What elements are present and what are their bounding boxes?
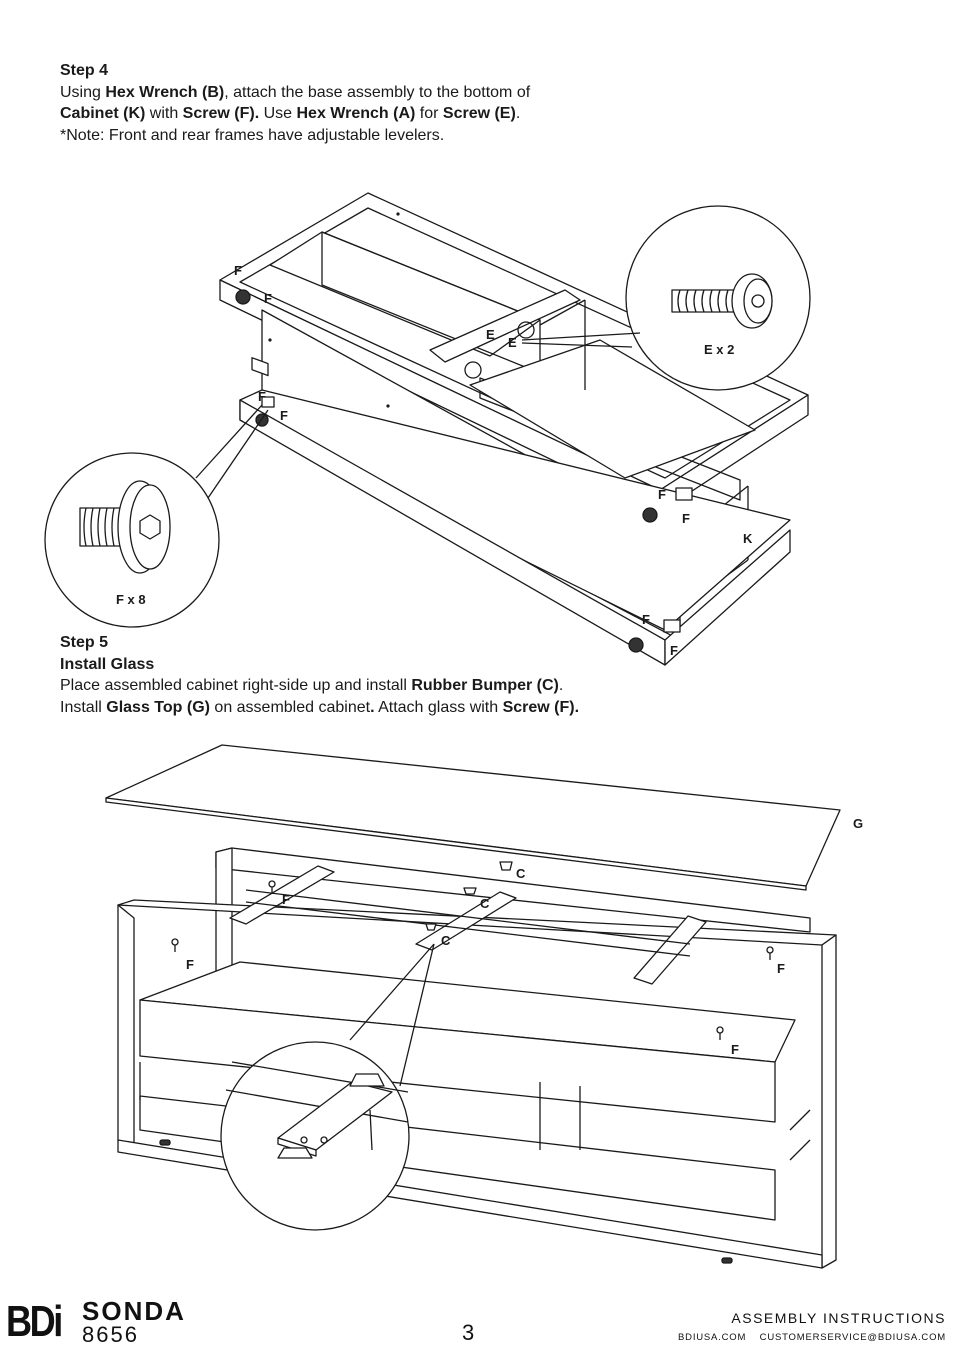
label-f: F	[682, 511, 690, 526]
label-f: F	[670, 643, 678, 658]
label-e: E	[508, 335, 517, 350]
screw-f	[171, 938, 179, 946]
screw-f-count: F x 8	[116, 592, 146, 607]
leveler	[235, 289, 251, 305]
label-f: F	[186, 957, 194, 972]
step-5-subtitle: Install Glass	[60, 655, 155, 673]
step-5-text: Attach glass with	[374, 698, 503, 716]
brand-logo: BDi	[6, 1297, 63, 1346]
document-title: ASSEMBLY INSTRUCTIONS	[731, 1310, 946, 1326]
label-f: F	[777, 961, 785, 976]
step-5-title: Step 5	[60, 634, 109, 651]
cross-brace	[415, 891, 517, 951]
contact-info: BDIUSA.COM CUSTOMERSERVICE@BDIUSA.COM	[668, 1332, 946, 1343]
label-f: F	[280, 408, 288, 423]
label-f: F	[264, 291, 272, 306]
step-5-text: Install	[60, 698, 107, 716]
screw-f-icon	[79, 480, 171, 574]
screw-f	[268, 880, 276, 888]
label-c: C	[516, 866, 526, 881]
part-ref: Hex Wrench (A)	[296, 105, 416, 122]
step-5-text: .	[558, 677, 564, 694]
step-4-text: .	[515, 105, 521, 122]
part-ref: Screw (F).	[182, 105, 260, 122]
part-ref: Screw (F).	[502, 698, 580, 716]
label-f: F	[658, 487, 666, 502]
part-ref: Hex Wrench (B)	[105, 83, 225, 101]
label-f: F	[258, 389, 266, 404]
part-ref: Rubber Bumper (C)	[411, 677, 559, 694]
step-5-text: .	[370, 698, 375, 716]
label-e: E	[486, 327, 495, 342]
step-5-text: on assembled cabinet	[209, 698, 371, 716]
screw-f	[766, 946, 774, 954]
screw-e-count: E x 2	[704, 342, 734, 357]
screw-e-icon	[671, 273, 773, 329]
label-k: K	[743, 531, 753, 546]
footer: BDi SONDA 8656 3 ASSEMBLY INSTRUCTIONS B…	[0, 1290, 954, 1350]
step-4-text: with	[145, 105, 183, 122]
step-5-diagram: G C F C C F F F	[105, 744, 863, 1269]
step-4-diagram: F F E E F F F F K F F E x 2 F x 8	[44, 192, 811, 666]
step-4-title: Step 4	[60, 62, 109, 79]
page-number: 3	[462, 1320, 475, 1345]
cross-brace	[633, 915, 707, 985]
rubber-bumper	[425, 923, 437, 931]
label-f: F	[282, 892, 290, 907]
label-f: F	[642, 612, 650, 627]
bumper-detail	[225, 1061, 409, 1159]
step-4-note: *Note: Front and rear frames have adjust…	[60, 126, 445, 144]
step-4-text: for	[415, 105, 443, 122]
step-4-text: Using	[60, 83, 106, 101]
model-number: 8656	[82, 1322, 139, 1347]
step-5-text: Place assembled cabinet right-side up an…	[60, 677, 412, 694]
label-g: G	[853, 816, 863, 831]
product-name: SONDA	[82, 1296, 186, 1326]
rubber-bumper	[463, 887, 477, 895]
label-f: F	[234, 263, 242, 278]
rubber-bumper	[499, 861, 513, 871]
label-f: F	[731, 1042, 739, 1057]
part-ref: Screw (E)	[442, 105, 516, 122]
label-c: C	[441, 933, 451, 948]
leveler	[642, 507, 658, 523]
step-4-text: Use	[259, 105, 297, 122]
label-c: C	[480, 896, 490, 911]
step-5-instructions: Step 5 Install Glass Place assembled cab…	[60, 632, 760, 718]
email-link[interactable]: CUSTOMERSERVICE@BDIUSA.COM	[759, 1332, 946, 1343]
screw-f	[716, 1026, 724, 1034]
part-ref: Cabinet (K)	[60, 105, 146, 122]
leveler	[628, 637, 644, 653]
step-4-instructions: Step 4 Using Hex Wrench (B), attach the …	[60, 60, 680, 146]
website-link[interactable]: BDIUSA.COM	[678, 1332, 747, 1343]
part-ref: Glass Top (G)	[106, 698, 210, 716]
step-4-text: , attach the base assembly to the bottom…	[224, 83, 531, 101]
